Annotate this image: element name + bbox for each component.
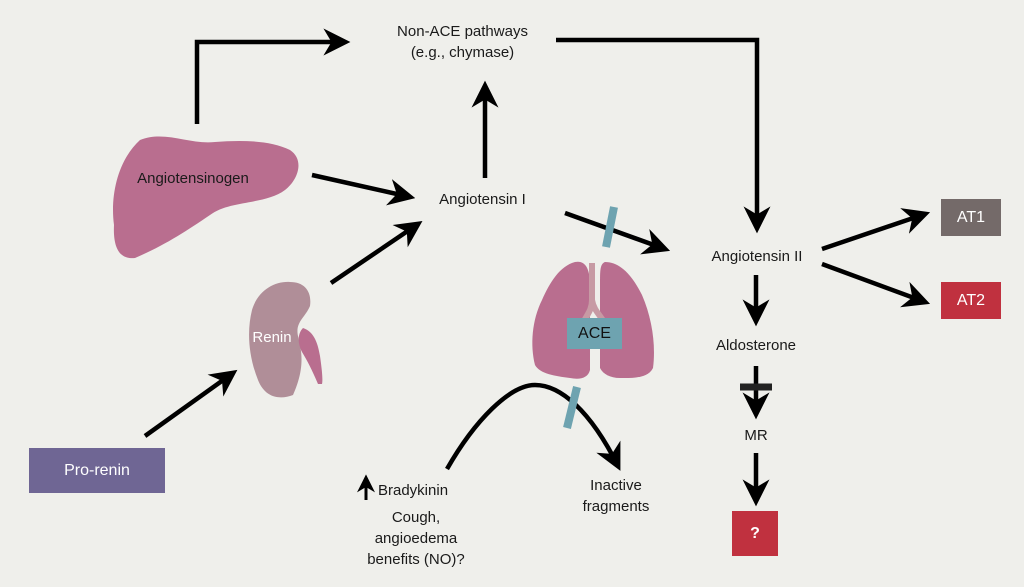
at2-box: AT2 [941, 282, 1001, 319]
pro-renin-box: Pro-renin [29, 448, 165, 493]
arrow-prorenin-to-renin [143, 369, 238, 438]
angiotensin-i-label: Angiotensin I [439, 191, 526, 208]
ace-box: ACE [567, 318, 622, 349]
non-ace-pathways-label: Non-ACE pathways (e.g., chymase) [375, 21, 550, 63]
effect-line-3: benefits (NO)? [367, 551, 465, 568]
arrow-nonace-to-angii [556, 37, 771, 234]
bradykinin-label: Bradykinin [378, 482, 449, 499]
effect-line-1: Cough, [391, 509, 441, 526]
angiotensinogen-label: Angiotensinogen [137, 170, 249, 187]
arrow-angi-to-angii [564, 210, 671, 255]
arrow-bradykinin-to-fragments [445, 382, 621, 471]
inactive-line-1: Inactive [590, 477, 642, 494]
ace-block-bar-2 [563, 386, 581, 429]
question-box: ? [732, 511, 778, 556]
at1-box: AT1 [941, 199, 1001, 236]
non-ace-line-1: Non-ACE pathways [397, 23, 528, 40]
kidney-shape [249, 281, 311, 398]
bradykinin-effects-label: Cough, angioedema benefits (NO)? [356, 507, 476, 570]
arrow-renin-to-angi [329, 220, 423, 285]
lung-right [600, 262, 654, 378]
renin-label: Renin [252, 329, 292, 346]
inactive-line-2: fragments [582, 498, 650, 515]
aldosterone-label: Aldosterone [715, 337, 797, 354]
lung-left [532, 261, 590, 379]
mr-label: MR [744, 427, 768, 444]
arrow-angiotensinogen-to-nonace [194, 28, 351, 124]
arrow-angii-to-at2 [821, 261, 931, 308]
angiotensin-ii-label: Angiotensin II [711, 248, 803, 265]
effect-line-2: angioedema [374, 530, 458, 547]
arrow-angii-to-at1 [821, 208, 931, 252]
non-ace-line-2: (e.g., chymase) [410, 44, 515, 61]
arrow-angiotensinogen-to-angi [311, 172, 416, 206]
inactive-fragments-label: Inactive fragments [561, 475, 671, 517]
ace-block-bar-1 [602, 206, 618, 248]
adrenal-shape [298, 328, 323, 384]
liver-shape [113, 136, 299, 259]
